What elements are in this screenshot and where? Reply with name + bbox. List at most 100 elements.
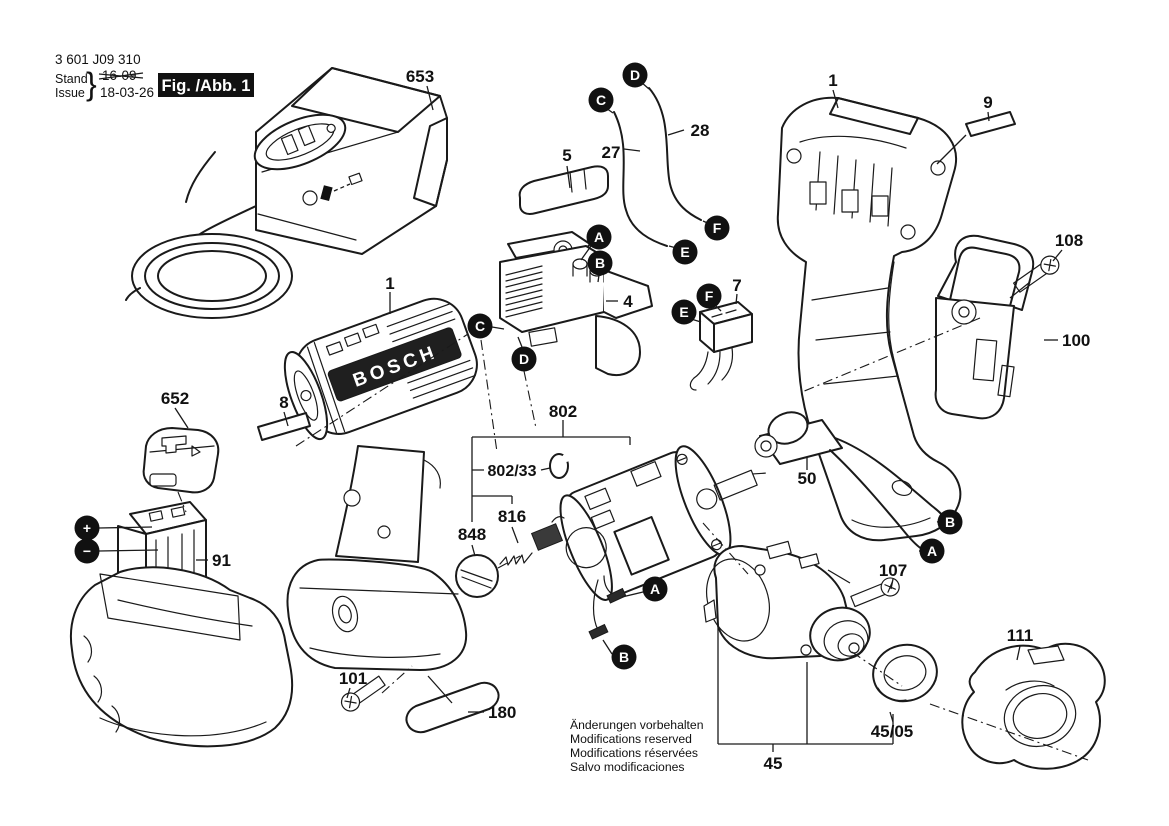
ref-letter-f-wire: F (704, 215, 730, 241)
part-label-45: 45 (764, 754, 783, 773)
svg-text:+: + (83, 520, 91, 536)
note-line-es: Salvo modificaciones (570, 760, 684, 774)
svg-text:E: E (679, 304, 688, 320)
part-label-1-left: 1 (385, 274, 394, 293)
note-line-de: Änderungen vorbehalten (570, 718, 704, 732)
trigger-cover-drawing (518, 165, 609, 215)
housing-left-drawing: BOSCH (257, 297, 478, 671)
svg-text:D: D (630, 67, 640, 83)
ref-letter-f-connector: F (696, 283, 722, 309)
ref-letter-a-motor: A (642, 576, 668, 602)
label-leaders (174, 85, 1063, 723)
ring-4505-drawing (872, 643, 938, 703)
svg-text:F: F (705, 288, 714, 304)
screw-107-drawing (827, 569, 900, 608)
brace-glyph: } (86, 66, 97, 102)
svg-text:D: D (519, 351, 529, 367)
part-label-802-33: 802/33 (488, 463, 537, 480)
ref-letter-c-wire: C (588, 87, 614, 113)
svg-text:A: A (594, 229, 604, 245)
svg-text:A: A (927, 543, 937, 559)
header-block: 3 601 J09 310 Stand Issue } 16-09 18-03-… (55, 52, 254, 102)
document-part-number: 3 601 J09 310 (55, 52, 141, 67)
part-label-100: 100 (1062, 331, 1090, 350)
sticker-9-drawing (965, 111, 1016, 137)
part-label-1-right: 1 (828, 71, 837, 90)
ref-letter-c-switch: C (467, 313, 493, 339)
minus-badge: − (74, 538, 100, 564)
part-label-101: 101 (339, 669, 367, 688)
screw-101-drawing (340, 675, 386, 712)
bracket-802 (471, 420, 631, 557)
frame-100-drawing (934, 234, 1035, 420)
battery-pack-drawing (69, 566, 294, 748)
motor-ring-drawing (549, 453, 570, 479)
ref-letters: D C F E A B C D F E A B B A + − (74, 62, 963, 670)
ref-letter-e-wire: E (672, 239, 698, 265)
ref-letter-a-switch: A (586, 224, 612, 250)
nose-111-drawing (961, 642, 1106, 770)
connector-7-drawing (689, 301, 753, 391)
axis-lines (177, 317, 1089, 761)
bracket-45 (717, 624, 894, 752)
ref-letter-e-connector: E (671, 299, 697, 325)
contact-cover-drawing (142, 427, 220, 494)
part-label-8: 8 (279, 393, 288, 412)
note-line-fr: Modifications réservées (570, 746, 698, 760)
figure-badge (158, 73, 254, 97)
motor-drawing (559, 445, 766, 640)
modifications-note: Änderungen vorbehalten Modifications res… (570, 718, 704, 774)
issue-label: Issue (55, 86, 85, 100)
brush-drawing (499, 516, 565, 566)
svg-text:B: B (945, 514, 955, 530)
part-label-107: 107 (879, 561, 907, 580)
stand-label: Stand (55, 72, 88, 86)
issue-date: 18-03-26 (100, 85, 154, 100)
part-labels: 653 5 27 28 4 1 8 652 91 101 180 802 802… (161, 67, 1091, 773)
gearbox-drawing (703, 540, 871, 662)
figure-label: Fig. /Abb. 1 (162, 77, 251, 95)
note-line-en: Modifications reserved (570, 732, 692, 746)
ref-letter-b-motor: B (611, 644, 637, 670)
part-label-4: 4 (623, 292, 633, 311)
part-label-9: 9 (983, 93, 992, 112)
svg-text:E: E (680, 244, 689, 260)
part-label-848: 848 (458, 525, 486, 544)
part-label-50: 50 (798, 469, 817, 488)
plus-badge: + (74, 515, 100, 541)
svg-text:C: C (475, 318, 485, 334)
part-label-652: 652 (161, 389, 189, 408)
part-label-108: 108 (1055, 231, 1083, 250)
ref-letter-a-lamp: A (919, 538, 945, 564)
part-label-653: 653 (406, 67, 434, 86)
part-label-45-05: 45/05 (871, 722, 914, 741)
wire-28-drawing (648, 87, 702, 221)
svg-text:C: C (596, 92, 606, 108)
part-label-27: 27 (602, 143, 621, 162)
part-label-180: 180 (488, 703, 516, 722)
sticker-8-drawing (257, 412, 311, 441)
charger-drawing (125, 67, 448, 319)
ref-letter-b-lamp: B (937, 509, 963, 535)
svg-text:A: A (650, 581, 660, 597)
part-label-111: 111 (1007, 626, 1034, 645)
part-label-28: 28 (691, 121, 710, 140)
ref-letter-d-wire: D (622, 62, 648, 88)
switch-drawing (499, 231, 653, 376)
pad-180-drawing (405, 675, 500, 734)
screw-108-drawing (1009, 255, 1060, 299)
part-label-91: 91 (212, 551, 231, 570)
part-label-802: 802 (549, 402, 577, 421)
wire-27-drawing (613, 111, 668, 247)
part-label-816: 816 (498, 507, 526, 526)
ref-letter-d-switch: D (511, 346, 537, 372)
svg-text:−: − (83, 543, 91, 559)
svg-text:B: B (619, 649, 629, 665)
brush-cap-drawing (455, 554, 499, 598)
svg-text:B: B (595, 255, 605, 271)
ref-letter-b-switch: B (587, 250, 613, 276)
part-label-7: 7 (732, 276, 741, 295)
part-label-5: 5 (562, 146, 571, 165)
